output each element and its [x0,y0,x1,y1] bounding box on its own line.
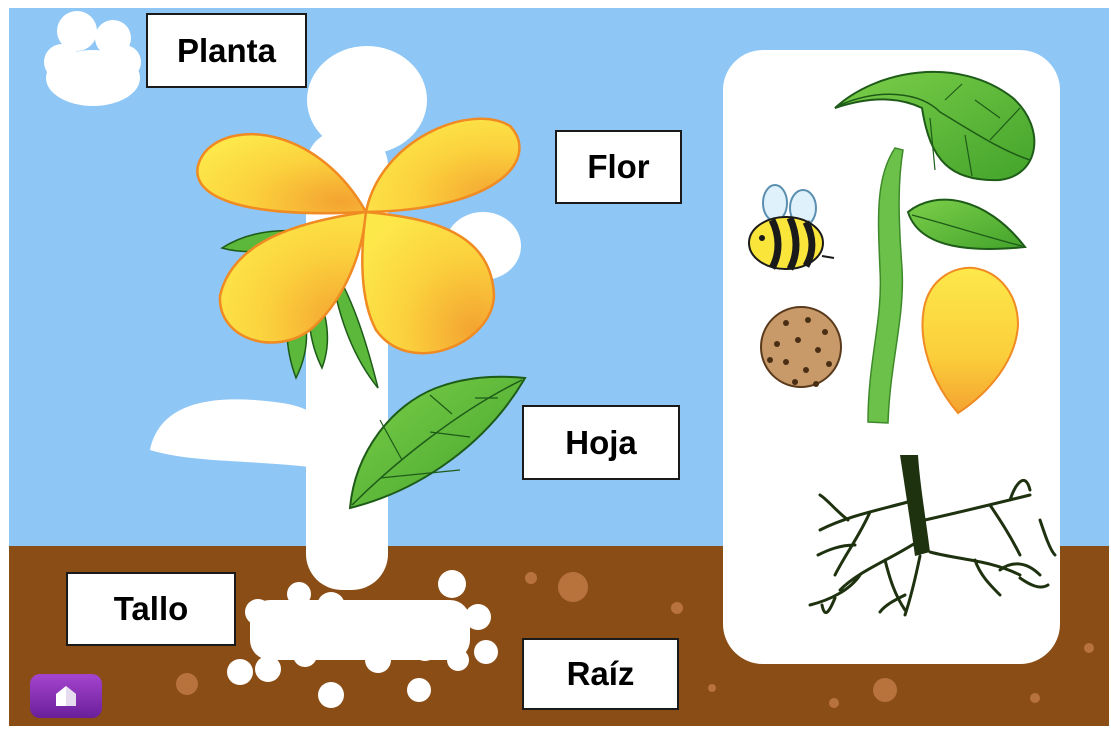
label-planta-text: Planta [177,32,276,70]
home-button[interactable] [30,674,102,718]
label-hoja[interactable]: Hoja [522,405,680,480]
label-raiz-text: Raíz [567,655,635,693]
label-flor-text: Flor [587,148,649,186]
label-planta[interactable]: Planta [146,13,307,88]
label-hoja-text: Hoja [565,424,637,462]
label-flor[interactable]: Flor [555,130,682,204]
label-tallo-text: Tallo [114,590,189,628]
label-tallo[interactable]: Tallo [66,572,236,646]
tray-seed[interactable] [761,307,841,387]
home-icon [52,682,80,710]
label-raiz[interactable]: Raíz [522,638,679,710]
